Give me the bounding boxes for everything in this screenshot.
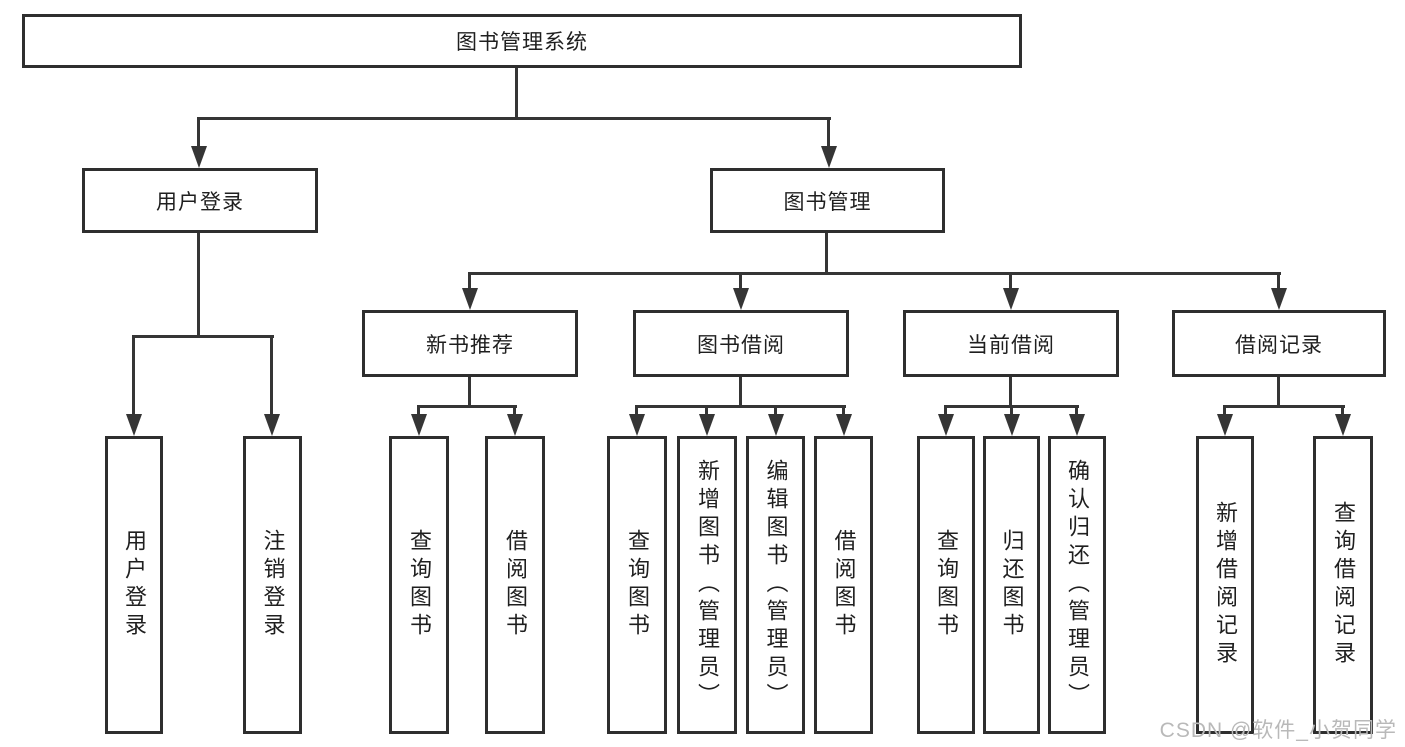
connector-bookmgmt-splitter bbox=[468, 272, 1281, 275]
node-label: 图书借阅 bbox=[697, 333, 785, 357]
leaf-add-books-admin: 新增图书︵管理员︶ bbox=[677, 436, 737, 734]
connector-stem bbox=[1009, 272, 1012, 288]
arrowhead bbox=[462, 288, 478, 310]
node-book-management: 图书管理 bbox=[710, 168, 945, 233]
connector-stem bbox=[1075, 405, 1078, 414]
node-label: 图书管理 bbox=[783, 190, 872, 214]
arrowhead bbox=[1003, 288, 1019, 310]
node-label: 新书推荐 bbox=[426, 333, 514, 357]
connector-stem bbox=[739, 377, 742, 405]
leaf-label: 新增图书︵管理员︶ bbox=[695, 459, 720, 711]
arrowhead bbox=[191, 146, 207, 168]
arrowhead bbox=[1217, 414, 1233, 436]
leaf-label: 查询借阅记录 bbox=[1331, 501, 1356, 669]
leaf-label: 查询图书 bbox=[625, 529, 650, 641]
leaf-borrow-books-2: 借阅图书 bbox=[814, 436, 873, 734]
connector-stem bbox=[1277, 377, 1280, 405]
leaf-label: 借阅图书 bbox=[831, 529, 857, 641]
leaf-label: 借阅图书 bbox=[503, 529, 528, 641]
node-label: 当前借阅 bbox=[967, 333, 1055, 357]
connector-stem bbox=[842, 405, 845, 414]
connector-splitter bbox=[417, 405, 517, 408]
connector-stem bbox=[739, 272, 742, 288]
connector-stem bbox=[705, 405, 708, 414]
node-new-book-recommend: 新书推荐 bbox=[362, 310, 578, 377]
leaf-user-login: 用户登录 bbox=[105, 436, 163, 734]
leaf-query-books-3: 查询图书 bbox=[917, 436, 975, 734]
leaf-label: 归还图书 bbox=[999, 529, 1025, 641]
arrowhead bbox=[836, 414, 852, 436]
connector-stem bbox=[132, 335, 135, 414]
node-current-borrow: 当前借阅 bbox=[903, 310, 1119, 377]
leaf-borrow-books-1: 借阅图书 bbox=[485, 436, 545, 734]
leaf-return-books: 归还图书 bbox=[983, 436, 1040, 734]
leaf-query-books-1: 查询图书 bbox=[389, 436, 449, 734]
connector-stem bbox=[635, 405, 638, 414]
connector-root-splitter bbox=[197, 117, 831, 120]
connector-stem bbox=[1010, 405, 1013, 414]
connector-stem bbox=[513, 405, 516, 414]
connector-stem bbox=[774, 405, 777, 414]
node-label: 图书管理系统 bbox=[456, 31, 588, 54]
leaf-confirm-return-admin: 确认归还︵管理员︶ bbox=[1048, 436, 1106, 734]
leaf-edit-books-admin: 编辑图书︵管理员︶ bbox=[746, 436, 805, 734]
arrowhead bbox=[264, 414, 280, 436]
connector-stem bbox=[827, 117, 830, 146]
arrowhead bbox=[507, 414, 523, 436]
node-book-borrow: 图书借阅 bbox=[633, 310, 849, 377]
leaf-query-borrow-record: 查询借阅记录 bbox=[1313, 436, 1373, 734]
connector-splitter bbox=[635, 405, 846, 408]
node-system-root: 图书管理系统 bbox=[22, 14, 1022, 68]
connector-stem bbox=[468, 377, 471, 405]
node-label: 借阅记录 bbox=[1235, 333, 1323, 357]
leaf-label: 新增借阅记录 bbox=[1213, 501, 1238, 669]
leaf-label: 注销登录 bbox=[260, 529, 286, 641]
connector-stem bbox=[1223, 405, 1226, 414]
connector-userlogin-splitter bbox=[132, 335, 274, 338]
connector-splitter bbox=[1223, 405, 1345, 408]
arrowhead bbox=[699, 414, 715, 436]
arrowhead bbox=[629, 414, 645, 436]
arrowhead bbox=[768, 414, 784, 436]
arrowhead bbox=[1004, 414, 1020, 436]
arrowhead bbox=[126, 414, 142, 436]
leaf-label: 查询图书 bbox=[934, 529, 959, 641]
arrowhead bbox=[733, 288, 749, 310]
connector-stem bbox=[944, 405, 947, 414]
connector-stem bbox=[1277, 272, 1280, 288]
arrowhead bbox=[938, 414, 954, 436]
arrowhead bbox=[1335, 414, 1351, 436]
arrowhead bbox=[1069, 414, 1085, 436]
connector-stem bbox=[1009, 377, 1012, 405]
connector-stem bbox=[197, 117, 200, 146]
leaf-label: 确认归还︵管理员︶ bbox=[1065, 459, 1090, 711]
arrowhead bbox=[821, 146, 837, 168]
arrowhead bbox=[1271, 288, 1287, 310]
leaf-label: 查询图书 bbox=[407, 529, 432, 641]
node-label: 用户登录 bbox=[156, 190, 244, 214]
connector-stem bbox=[468, 272, 471, 288]
leaf-label: 用户登录 bbox=[122, 529, 147, 641]
leaf-add-borrow-record: 新增借阅记录 bbox=[1196, 436, 1254, 734]
connector-root-stem bbox=[515, 68, 518, 117]
node-user-login: 用户登录 bbox=[82, 168, 318, 233]
connector-stem bbox=[417, 405, 420, 414]
node-borrow-records: 借阅记录 bbox=[1172, 310, 1386, 377]
leaf-label: 编辑图书︵管理员︶ bbox=[763, 459, 789, 711]
connector-userlogin-stem bbox=[197, 233, 200, 335]
leaf-logout: 注销登录 bbox=[243, 436, 302, 734]
connector-bookmgmt-stem bbox=[825, 233, 828, 272]
arrowhead bbox=[411, 414, 427, 436]
connector-stem bbox=[270, 335, 273, 414]
connector-stem bbox=[1341, 405, 1344, 414]
leaf-query-books-2: 查询图书 bbox=[607, 436, 667, 734]
watermark: CSDN @软件_小贺同学 bbox=[1159, 719, 1397, 742]
